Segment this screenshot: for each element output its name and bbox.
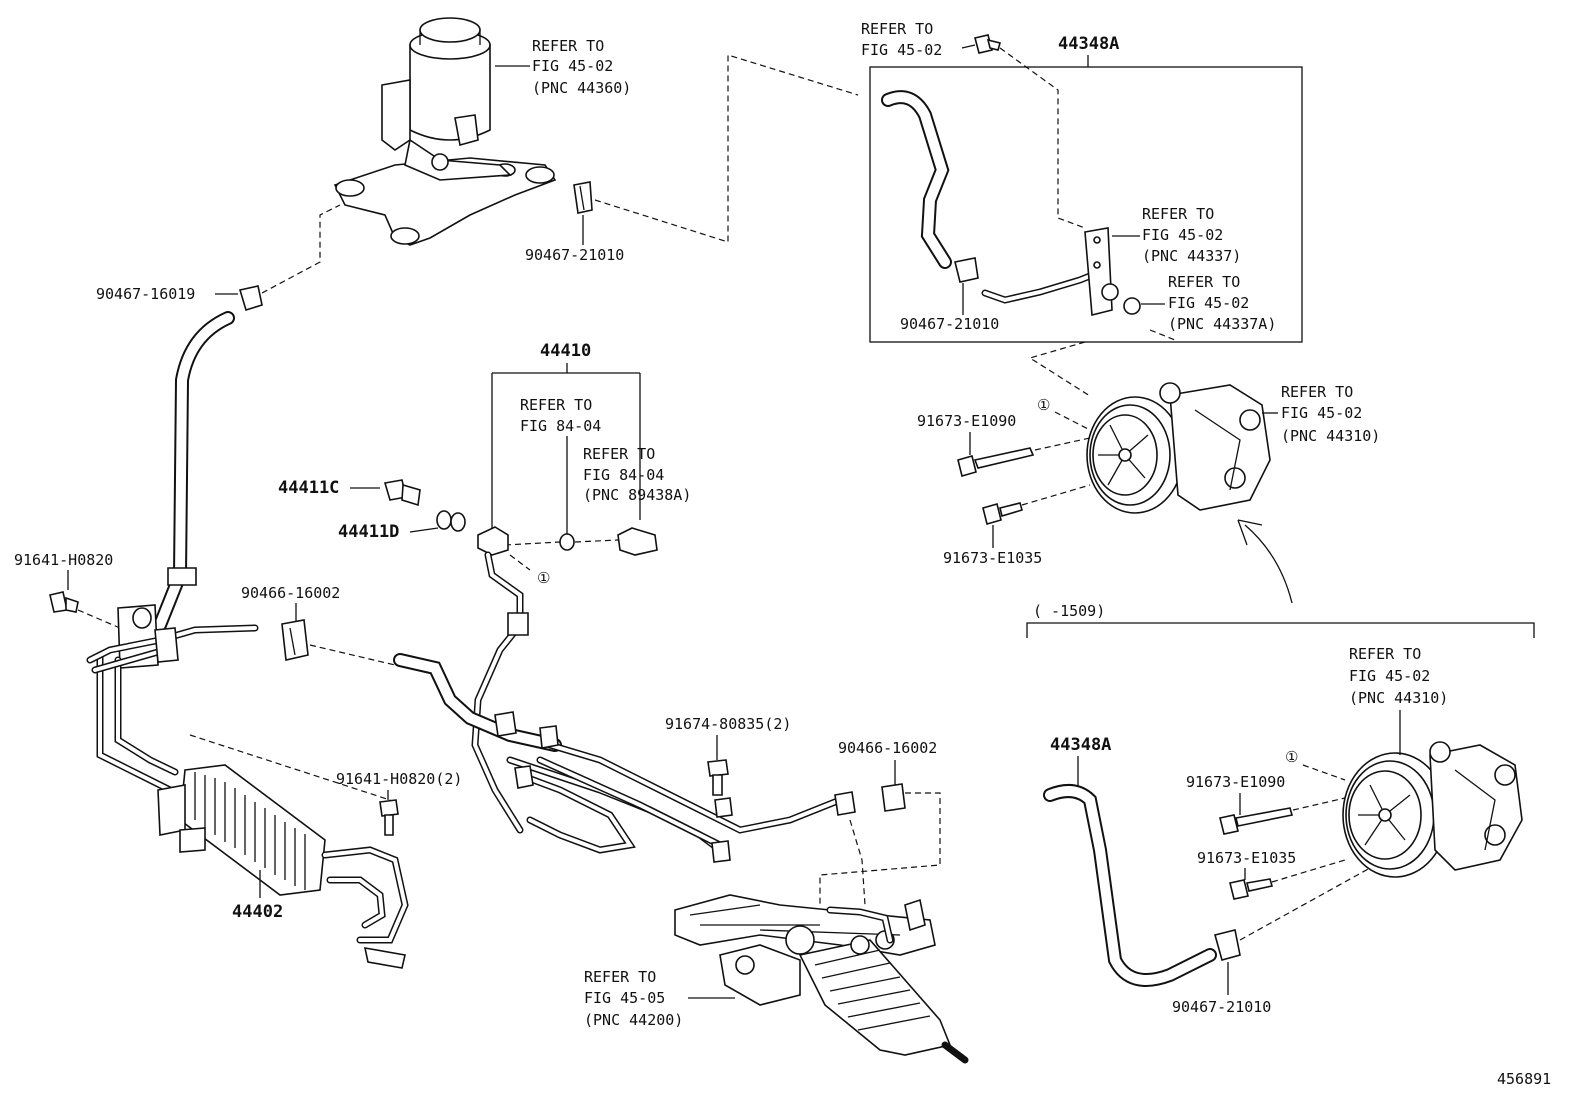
bolt-icon (379, 799, 399, 836)
lower-circ-label: ① (1285, 748, 1298, 766)
box-ref-pipe-line3: (PNC 44337) (1142, 247, 1241, 265)
pump-circ-label: ① (1037, 396, 1050, 414)
detail-box (869, 66, 1303, 343)
union-fitting-icon (477, 526, 509, 556)
box-clip-label: 90467-21010 (900, 315, 999, 333)
bolt-left-label: 91641-H0820 (14, 551, 113, 569)
diagram-id: 456891 (1497, 1070, 1551, 1088)
reservoir-assembly (333, 17, 557, 246)
power-steering-pump-icon (1086, 382, 1271, 514)
circ1-mid-label: ① (537, 569, 550, 587)
gear-ref-line3: (PNC 44200) (584, 1011, 683, 1029)
sensor-icon (617, 527, 658, 556)
res-ref-line1: REFER TO (532, 37, 604, 55)
bolt-icon (957, 447, 1035, 477)
clip-hose-label: 90467-16019 (96, 285, 195, 303)
clip-icon (238, 285, 263, 312)
lower-bolt2-label: 91673-E1035 (1197, 849, 1296, 867)
box-ref-oring-line3: (PNC 44337A) (1168, 315, 1276, 333)
box-ref-oring-line2: FIG 45-02 (1168, 294, 1249, 312)
ref-8404b-line3: (PNC 89438A) (583, 486, 691, 504)
clamp-icon (881, 783, 906, 812)
range-label: ( -1509) (1033, 602, 1105, 620)
clip-icon (573, 181, 593, 214)
pump-ref-line3: (PNC 44310) (1281, 427, 1380, 445)
bolt-icon (1229, 878, 1274, 900)
pump-ref-line1: REFER TO (1281, 383, 1353, 401)
ref-8404b-line1: REFER TO (583, 445, 655, 463)
lower-ref-line1: REFER TO (1349, 645, 1421, 663)
lower-clip-label: 90467-21010 (1172, 998, 1271, 1016)
p44411d-label: 44411D (338, 522, 399, 542)
ref-8404b-line2: FIG 84-04 (583, 466, 664, 484)
bolt-icon (1219, 807, 1294, 835)
bolt-pipe-label: 91674-80835(2) (665, 715, 791, 733)
clamp-mid-label: 90466-16002 (241, 584, 340, 602)
bolt-icon (974, 34, 1001, 54)
steering-gear-icon (674, 894, 969, 1064)
oil-cooler-icon (157, 764, 409, 969)
power-steering-pump-icon (1342, 741, 1523, 878)
res-ref-line2: FIG 45-02 (532, 57, 613, 75)
box-ref-pipe-line1: REFER TO (1142, 205, 1214, 223)
box-ref-bolt-line2: FIG 45-02 (861, 41, 942, 59)
lower-ref-line2: FIG 45-02 (1349, 667, 1430, 685)
bolt-icon (982, 502, 1023, 525)
clip-icon (954, 257, 979, 283)
bolt-icon (49, 591, 79, 613)
box-ref-bolt-line1: REFER TO (861, 20, 933, 38)
clamp-right-label: 90466-16002 (838, 739, 937, 757)
box-id-label: 44348A (1058, 34, 1119, 54)
lower-ref-line3: (PNC 44310) (1349, 689, 1448, 707)
clip-res-label: 90467-21010 (525, 246, 624, 264)
cooler-label: 44402 (232, 902, 283, 922)
ref-8404a-line2: FIG 84-04 (520, 417, 601, 435)
box-ref-oring-line1: REFER TO (1168, 273, 1240, 291)
pump-ref-line2: FIG 45-02 (1281, 404, 1362, 422)
bolt-cooler-label: 91641-H0820(2) (336, 770, 462, 788)
p44410-label: 44410 (540, 341, 591, 361)
gear-ref-line1: REFER TO (584, 968, 656, 986)
oring-icon (559, 533, 575, 551)
box-ref-pipe-line2: FIG 45-02 (1142, 226, 1223, 244)
p44411c-label: 44411C (278, 478, 339, 498)
ref-8404a-line1: REFER TO (520, 396, 592, 414)
gasket-icon (436, 510, 466, 532)
bolt-icon (707, 759, 729, 796)
lower-id-label: 44348A (1050, 735, 1111, 755)
lower-bolt1-label: 91673-E1090 (1186, 773, 1285, 791)
union-bolt-icon (383, 479, 421, 507)
res-ref-line3: (PNC 44360) (532, 79, 631, 97)
clamp-icon (281, 619, 309, 661)
gear-ref-line2: FIG 45-05 (584, 989, 665, 1007)
pump-bolt2-label: 91673-E1035 (943, 549, 1042, 567)
pump-bolt1-label: 91673-E1090 (917, 412, 1016, 430)
clip-icon (1214, 929, 1241, 961)
